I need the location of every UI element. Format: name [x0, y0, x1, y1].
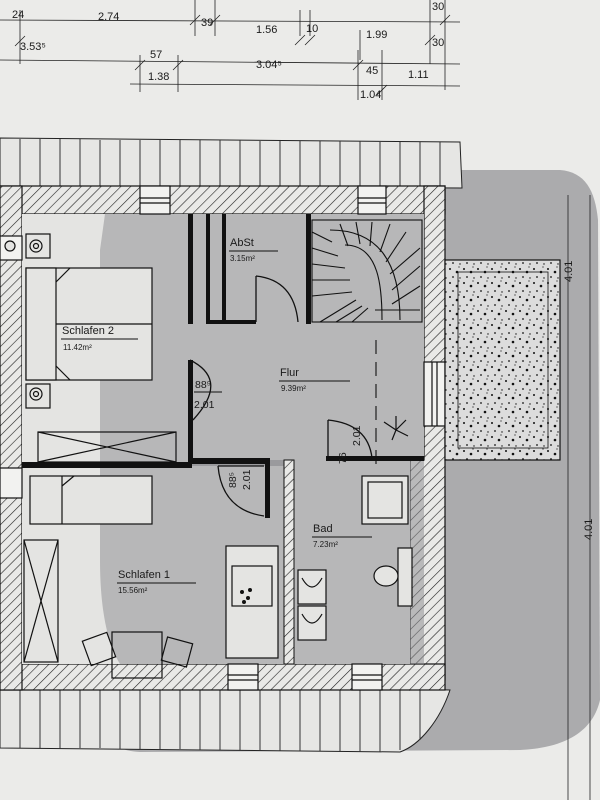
room-label-flur: Flur 9.39m²	[279, 367, 350, 393]
desk-chairs	[81, 631, 194, 679]
floor-shadow	[100, 214, 424, 664]
bed-schlafen1	[29, 475, 153, 525]
dim-2-74: 2.74	[98, 11, 119, 23]
dim-1-04: 1.04	[360, 89, 381, 101]
svg-text:7.23m²: 7.23m²	[313, 540, 338, 549]
eaves-bricks	[19, 139, 441, 752]
bath-wall-hatched	[283, 459, 295, 665]
interior-walls	[22, 214, 424, 518]
svg-text:9.39m²: 9.39m²	[281, 384, 306, 393]
svg-text:AbSt: AbSt	[230, 237, 254, 249]
bed-schlafen2	[25, 267, 153, 381]
svg-text:Schlafen 2: Schlafen 2	[62, 325, 114, 337]
room-label-abst: AbSt 3.15m²	[229, 237, 278, 263]
dim-39: 39	[201, 17, 213, 29]
door1-height: 2.01	[194, 399, 215, 411]
dim-3-04: 3.04⁵	[256, 59, 282, 71]
dim-10: 10	[306, 23, 318, 35]
svg-text:Flur: Flur	[280, 367, 299, 379]
svg-text:11.42m²: 11.42m²	[63, 343, 92, 352]
terrace-inner	[457, 271, 549, 449]
door3-height: 2.01	[351, 425, 363, 446]
wardrobe-schlafen2	[37, 431, 177, 463]
svg-text:3.15m²: 3.15m²	[230, 254, 255, 263]
dim-1-99: 1.99	[366, 29, 387, 41]
dim-1-11: 1.11	[408, 69, 429, 81]
dim-side-2: 4.01	[583, 519, 595, 540]
dim-45: 45	[366, 65, 378, 77]
nightstands	[4, 233, 51, 409]
dim-24: 24	[12, 9, 24, 21]
door3-width: 76	[337, 452, 349, 464]
plant	[383, 416, 409, 441]
wardrobe-schlafen1	[23, 539, 59, 663]
bathroom-fixtures	[297, 475, 413, 641]
dim-1-38: 1.38	[148, 71, 169, 83]
staircase	[311, 219, 423, 470]
dim-1-56: 1.56	[256, 24, 277, 36]
dim-30-b: 30	[432, 37, 444, 49]
room-label-bad: Bad 7.23m²	[312, 523, 372, 549]
terrace	[444, 259, 561, 461]
door1-width: 88⁵	[195, 379, 211, 391]
dim-side-1: 4.01	[563, 261, 575, 282]
roof-eaves	[0, 137, 463, 753]
door2-width: 88⁵	[227, 472, 239, 488]
dim-57: 57	[150, 49, 162, 61]
dim-3-53: 3.53⁵	[20, 41, 46, 53]
svg-text:Bad: Bad	[313, 523, 333, 535]
room-label-schlafen2: Schlafen 2 11.42m²	[61, 325, 138, 352]
bench-bathroom-side	[225, 545, 279, 659]
door-swings	[189, 275, 373, 517]
dim-30-a: 30	[432, 1, 444, 13]
room-label-schlafen1: Schlafen 1 15.56m²	[117, 569, 196, 595]
svg-text:Schlafen 1: Schlafen 1	[118, 569, 170, 581]
door2-height: 2.01	[241, 469, 253, 490]
svg-text:15.56m²: 15.56m²	[118, 586, 148, 595]
